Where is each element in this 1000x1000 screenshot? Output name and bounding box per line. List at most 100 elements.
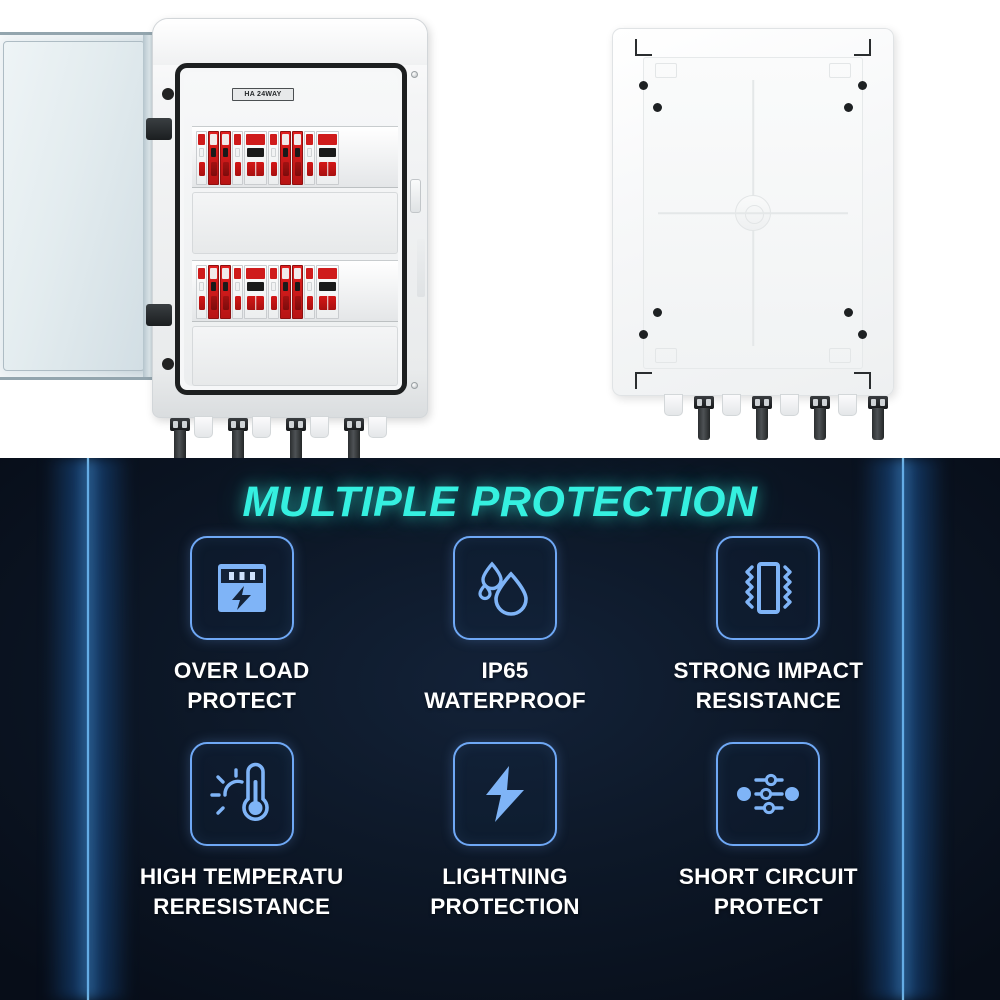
screw (411, 71, 418, 78)
feature-item-lightning-protection: LIGHTNING PROTECTION (373, 741, 636, 922)
mc4-connector (810, 396, 830, 442)
feature-icon-box (452, 741, 557, 846)
breaker-white (304, 265, 315, 319)
breaker-red (220, 265, 231, 319)
door-hinge-top (146, 118, 172, 140)
breaker-white (196, 131, 207, 185)
cable-gland (252, 416, 271, 438)
breaker-red (292, 131, 303, 185)
breaker-group-row-2 (196, 265, 339, 319)
mounting-hole (858, 330, 867, 339)
din-rail-row-1 (192, 126, 398, 188)
mc4-connector (228, 418, 248, 464)
mc4-connector (694, 396, 714, 442)
mc4-connector (868, 396, 888, 442)
enclosure-gasket-frame: HA 24WAY (175, 63, 407, 395)
breaker-red (280, 131, 291, 185)
mounting-hole (653, 103, 662, 112)
feature-item-strong-impact-resistance: STRONG IMPACT RESISTANCE (637, 536, 900, 716)
enclosure-side-detail (417, 239, 425, 297)
feature-icon-box (189, 536, 294, 640)
blank-panel-1 (192, 192, 398, 254)
circuit-sliders-icon (737, 773, 800, 814)
feature-label: HIGH TEMPERATU RERESISTANCE (139, 863, 344, 919)
mounting-ear (829, 63, 851, 78)
nameplate: HA 24WAY (232, 88, 294, 101)
corner-bracket-bottom-left (635, 372, 652, 389)
screw (411, 382, 418, 389)
cable-gland (780, 394, 799, 416)
breaker-white (304, 131, 315, 185)
nameplate-text: HA 24WAY (244, 91, 282, 98)
back-recess-panel (643, 57, 863, 369)
corner-bracket-top-right (854, 39, 871, 56)
feature-label: IP65 WATERPROOF (424, 658, 586, 713)
product-photo-area: HA 24WAY (0, 0, 1000, 462)
blank-panel-2 (192, 326, 398, 386)
mc4-connector (344, 418, 364, 464)
breaker-double-pole (244, 265, 267, 319)
din-rail-row-2 (192, 260, 398, 322)
distribution-box-bolt-icon (217, 564, 266, 612)
mc4-connector (286, 418, 306, 464)
mounting-ear (655, 348, 677, 363)
impact-vibration-icon (745, 562, 793, 614)
mounting-hole (858, 81, 867, 90)
lightning-bolt-icon (485, 765, 524, 822)
mc4-connector (752, 396, 772, 442)
feature-label: OVER LOAD PROTECT (173, 658, 310, 713)
mounting-hole (844, 308, 853, 317)
breaker-red (220, 131, 231, 185)
feature-icon-box (452, 536, 557, 640)
mc4-connector (170, 418, 190, 464)
breaker-double-pole (316, 265, 339, 319)
feature-item-over-load-protect: OVER LOAD PROTECT (110, 536, 373, 716)
cable-gland (664, 394, 683, 416)
mounting-ear (829, 348, 851, 363)
mounting-hole (639, 330, 648, 339)
enclosure-latch (410, 179, 421, 213)
feature-item-ip65-waterproof: IP65 WATERPROOF (373, 536, 636, 716)
breaker-group-row-1 (196, 131, 339, 185)
hinge-pin-bottom (162, 358, 174, 370)
feature-icon-box (716, 741, 821, 846)
sun-thermometer-icon (209, 762, 269, 821)
enclosure-inner-face: HA 24WAY (184, 72, 398, 386)
cable-gland (722, 394, 741, 416)
feature-label: STRONG IMPACT RESISTANCE (673, 658, 864, 713)
multiple-protection-panel: MULTIPLE PROTECTION OVER LOAD PROTECT (0, 458, 1000, 1000)
feature-icon-box (716, 536, 821, 640)
page-title: MULTIPLE PROTECTION (242, 478, 758, 526)
water-droplets-icon (478, 561, 528, 616)
enclosure-back-cover (612, 28, 912, 440)
cable-entry-group-right (664, 394, 910, 446)
cable-gland (368, 416, 387, 438)
breaker-white (268, 265, 279, 319)
breaker-double-pole (244, 131, 267, 185)
feature-label: SHORT CIRCUIT PROTECT (678, 863, 858, 919)
open-solar-combiner-box: HA 24WAY (0, 18, 440, 462)
mounting-hole (844, 103, 853, 112)
corner-bracket-bottom-right (854, 372, 871, 389)
breaker-red (208, 131, 219, 185)
mounting-ear (655, 63, 677, 78)
door-hinge-bottom (146, 304, 172, 326)
door-inner-panel (3, 41, 145, 371)
breaker-red (280, 265, 291, 319)
center-knockout (735, 195, 771, 231)
breaker-white (232, 265, 243, 319)
cable-gland (310, 416, 329, 438)
enclosure-shell: HA 24WAY (152, 18, 428, 418)
feature-item-high-temperature-resistance: HIGH TEMPERATU RERESISTANCE (110, 741, 373, 922)
back-plate (612, 28, 894, 396)
feature-label: LIGHTNING PROTECTION (430, 863, 580, 919)
hinge-pin-top (162, 88, 174, 100)
breaker-double-pole (316, 131, 339, 185)
cable-gland (838, 394, 857, 416)
breaker-white (196, 265, 207, 319)
feature-icon-box (189, 741, 294, 846)
corner-bracket-top-left (635, 39, 652, 56)
enclosure-top-cap (153, 19, 427, 65)
cable-gland (194, 416, 213, 438)
feature-grid: OVER LOAD PROTECT IP65 WATERPROOF (110, 536, 900, 922)
